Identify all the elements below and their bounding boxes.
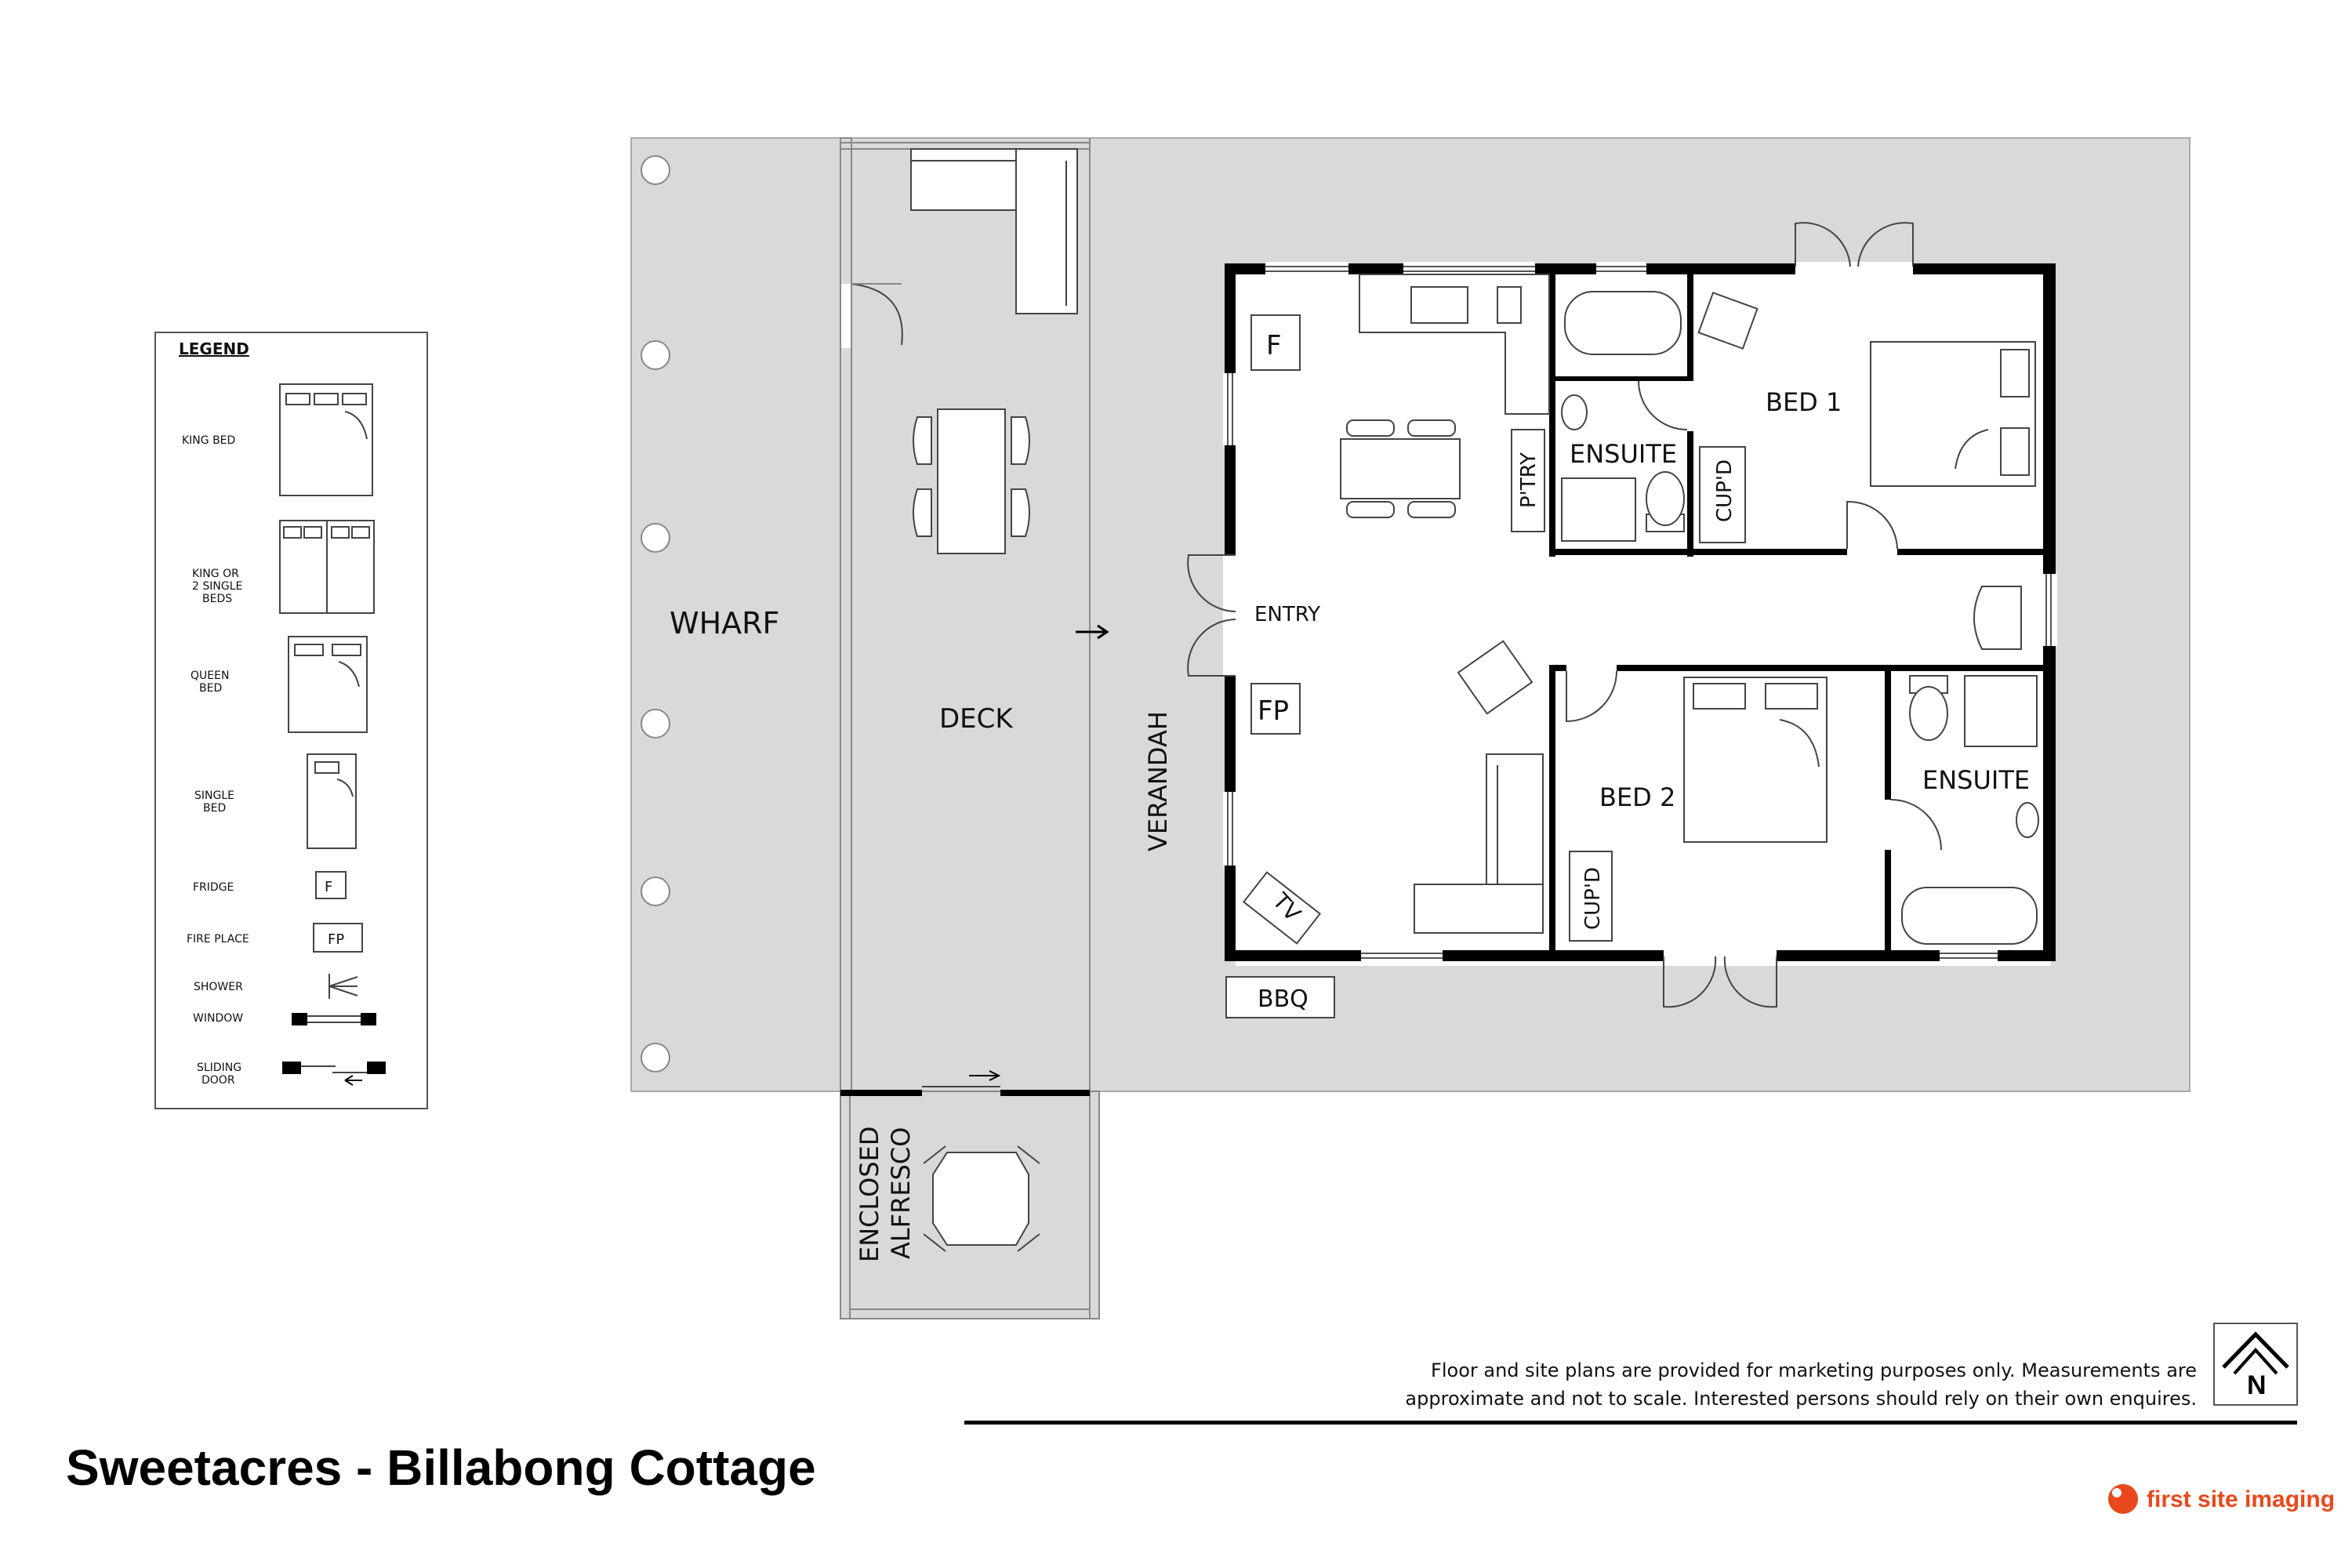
- brand-logo-icon: [2108, 1484, 2138, 1514]
- legend-sliding-label-2: DOOR: [201, 1074, 235, 1087]
- sliding-door-icon: [282, 1062, 386, 1086]
- legend-single-label-2: BED: [203, 802, 226, 815]
- legend-fireplace-label: FIRE PLACE: [187, 933, 249, 946]
- legend-king-single-label-1: KING OR: [192, 568, 239, 580]
- bathtub-2-icon: [1901, 887, 2038, 945]
- pantry-label: P'TRY: [1517, 452, 1541, 508]
- legend-king-single-label-2: 2 SINGLE: [192, 580, 242, 593]
- legend-sliding-label-1: SLIDING: [197, 1062, 241, 1074]
- legend-queen-label-1: QUEEN: [191, 670, 229, 682]
- cupboard-2: [1569, 851, 1613, 942]
- bed-1-icon: [1870, 341, 2036, 487]
- legend: LEGEND KING BED KING OR 2 SINGLE BEDS: [154, 332, 428, 1109]
- legend-fireplace-symbol: FP: [328, 931, 344, 948]
- footer-rule: [964, 1421, 2297, 1425]
- cupboard-1: [1699, 446, 1746, 543]
- dining-table-icon: [1340, 419, 1461, 518]
- deck-label: DECK: [939, 703, 1014, 735]
- bed-2-label: BED 2: [1599, 782, 1675, 812]
- lounge-icon: [1414, 753, 1544, 934]
- verandah-label: VERANDAH: [1143, 711, 1173, 851]
- legend-window-label: WINDOW: [193, 1012, 243, 1025]
- armchair-bed1-icon: [1697, 292, 1759, 350]
- legend-fridge-label: FRIDGE: [193, 881, 234, 894]
- basin-1-icon: [1561, 394, 1588, 430]
- shower-2-icon: [1964, 675, 2038, 747]
- toilet-1-icon: [1646, 471, 1685, 532]
- brand-name: first site imaging: [2147, 1486, 2335, 1512]
- shower-1-icon: [1561, 477, 1636, 542]
- fireplace-symbol: FP: [1258, 695, 1289, 727]
- disclaimer-line-1: Floor and site plans are provided for ma…: [1431, 1359, 2197, 1381]
- entry-label: ENTRY: [1254, 603, 1320, 626]
- bbq-label: BBQ: [1258, 985, 1308, 1013]
- enclosed-alfresco: [840, 1070, 1100, 1319]
- deck-left-rail: [840, 137, 852, 1092]
- deck-dining-table-icon: [913, 408, 1030, 554]
- ensuite-2-label: ENSUITE: [1922, 765, 2030, 795]
- cupboard-2-label: CUP'D: [1581, 867, 1605, 930]
- hall-chair-icon: [1973, 586, 2022, 650]
- legend-shower-label: SHOWER: [194, 981, 243, 993]
- alfresco-table-icon: [932, 1152, 1029, 1246]
- toilet-2-icon: [1909, 675, 1948, 741]
- fridge-icon: [315, 871, 347, 899]
- north-label: N: [2247, 1370, 2267, 1400]
- legend-king-bed-label: KING BED: [182, 434, 235, 447]
- fireplace-icon: [313, 923, 363, 953]
- sink-icon: [1410, 286, 1468, 324]
- enclosed-label-2: ALFRESCO: [886, 1127, 916, 1259]
- fridge-symbol: F: [1266, 330, 1282, 361]
- legend-fridge-symbol: F: [325, 879, 332, 895]
- pantry-box: [1511, 429, 1545, 532]
- bed-2-icon: [1683, 677, 1828, 843]
- tv-unit-icon: [1242, 871, 1322, 945]
- king-single-bed-icon: [279, 520, 375, 614]
- deck-lounge-icon: [910, 148, 1078, 314]
- ensuite-1-label: ENSUITE: [1570, 439, 1677, 469]
- bed-1-label: BED 1: [1766, 387, 1842, 417]
- north-arrow-icon: [2213, 1323, 2298, 1406]
- bathtub-1-icon: [1564, 291, 1682, 355]
- cupboard-1-label: CUP'D: [1713, 459, 1737, 522]
- footer: Floor and site plans are provided for ma…: [66, 1323, 2335, 1514]
- queen-bed-icon: [288, 636, 368, 733]
- wharf-posts: [641, 155, 670, 1073]
- armchair-living-icon: [1457, 640, 1534, 715]
- cooktop-icon: [1497, 286, 1522, 324]
- window-icon: [292, 1013, 376, 1025]
- basin-2-icon: [2016, 802, 2039, 838]
- legend-heading: LEGEND: [179, 339, 249, 358]
- disclaimer-line-2: approximate and not to scale. Interested…: [1405, 1388, 2197, 1410]
- wharf-label: WHARF: [670, 606, 779, 641]
- legend-single-label-1: SINGLE: [194, 789, 234, 802]
- kitchen-bench: [1359, 274, 1550, 415]
- single-bed-icon: [307, 753, 357, 849]
- bbq-box: [1225, 976, 1335, 1018]
- king-bed-icon: [279, 383, 373, 496]
- fridge-icon-plan: [1250, 314, 1301, 371]
- building: F P'TRY ENSUITE CUP'D BED 1 ENTRY: [1187, 222, 2057, 1008]
- page-title: Sweetacres - Billabong Cottage: [66, 1439, 816, 1496]
- enclosed-label-1: ENCLOSED: [855, 1126, 884, 1262]
- legend-king-single-label-3: BEDS: [202, 593, 232, 605]
- shower-icon: [328, 974, 358, 999]
- legend-queen-label-2: BED: [199, 682, 222, 695]
- fireplace-box: [1250, 683, 1301, 735]
